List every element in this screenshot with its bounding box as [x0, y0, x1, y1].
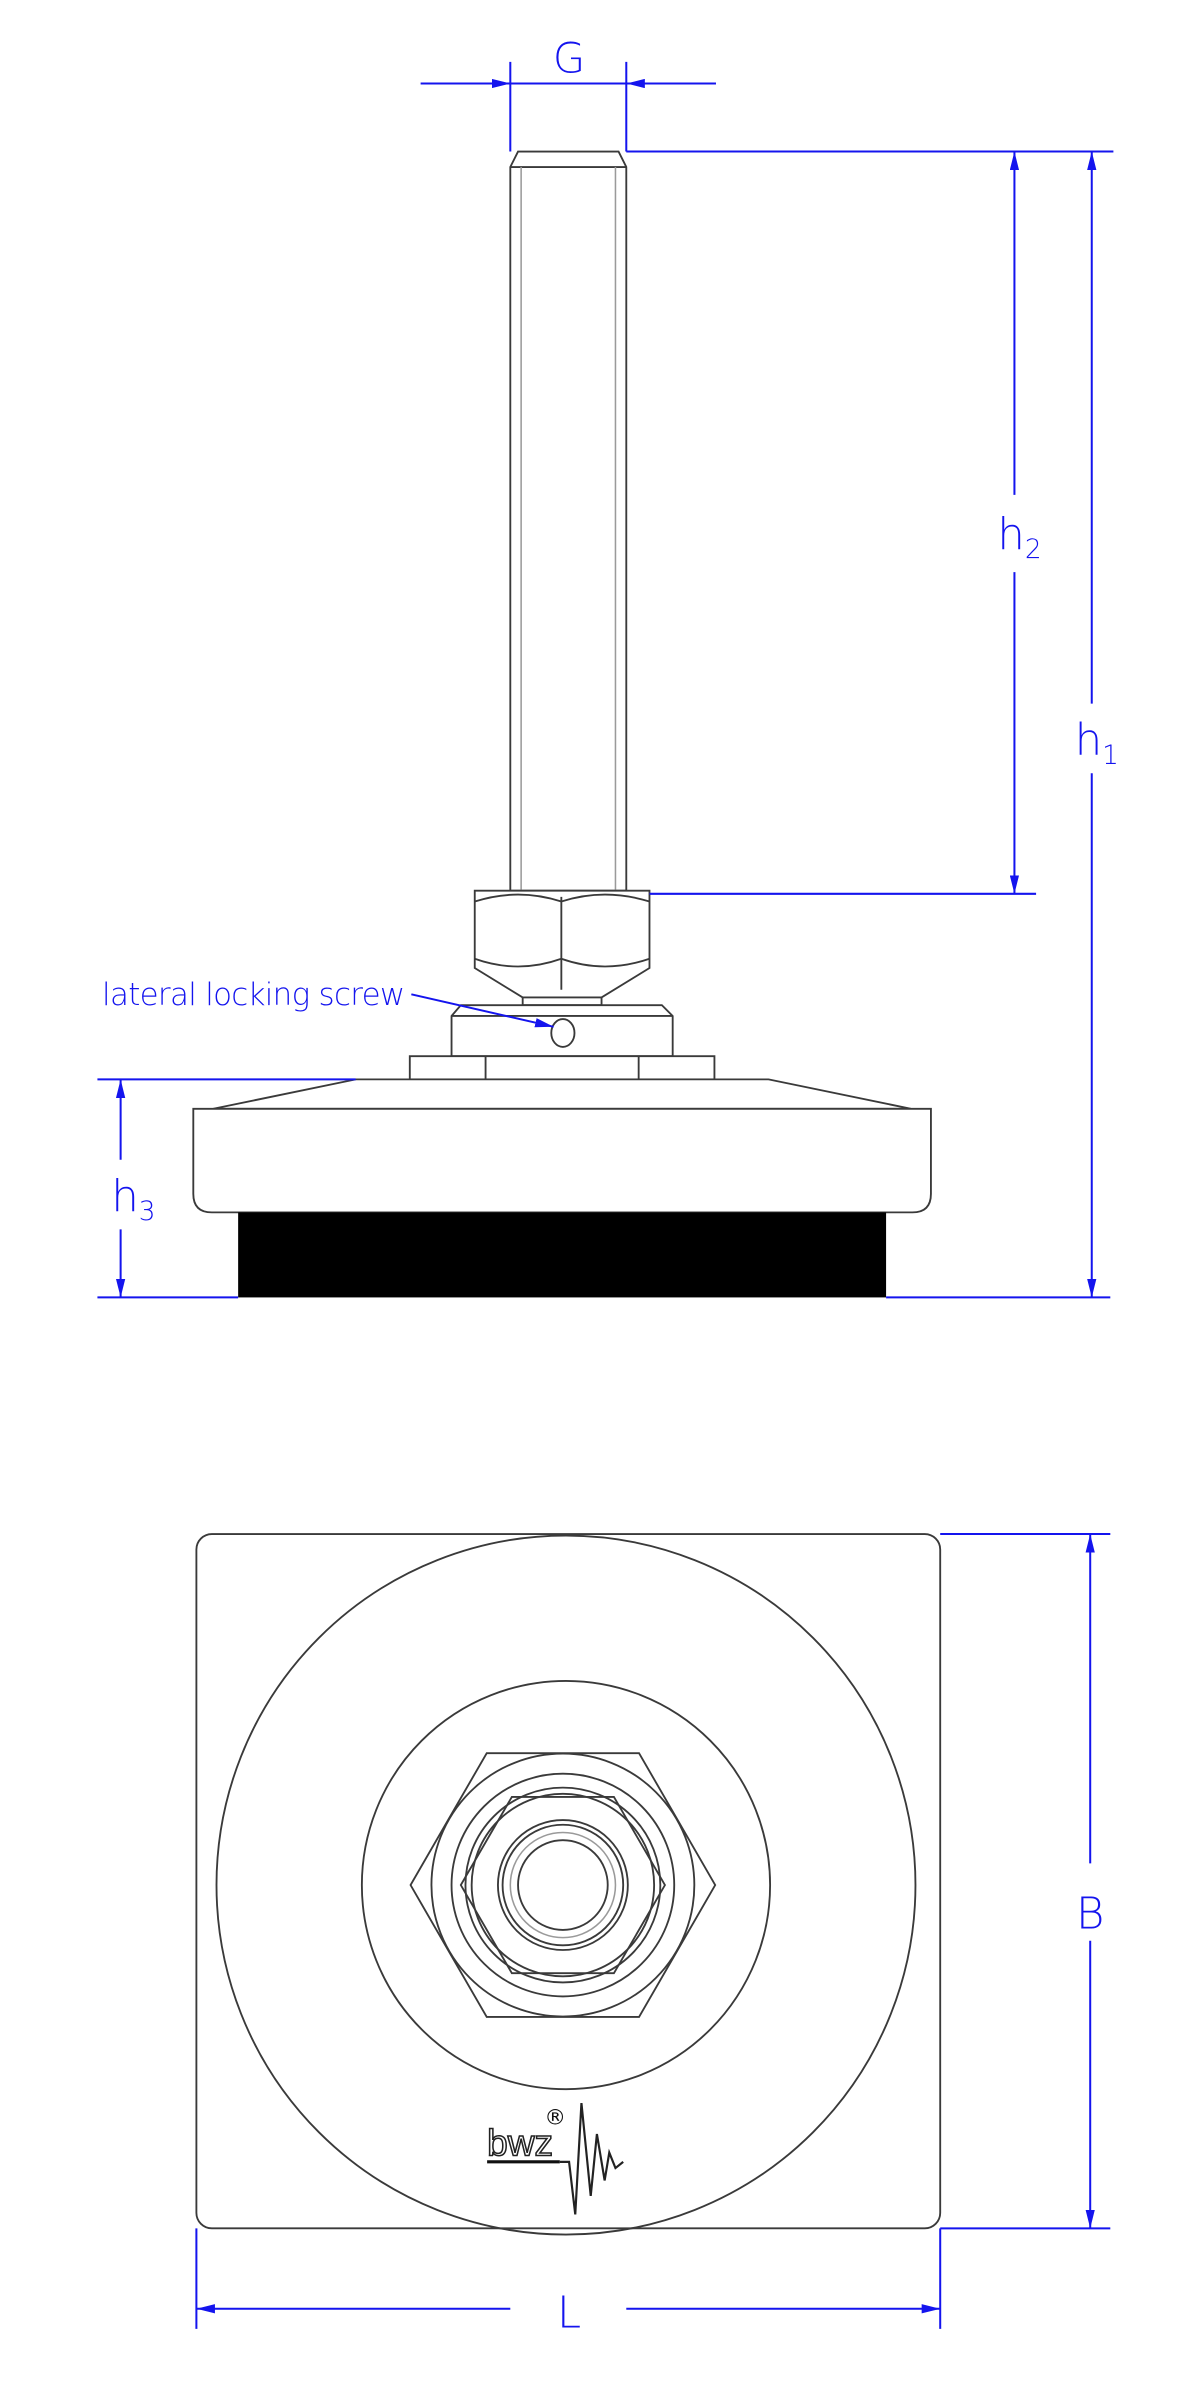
- label-b: B: [1076, 1889, 1104, 1939]
- base-plate: [192, 1078, 932, 1214]
- registered-mark: ®: [544, 2106, 566, 2131]
- threaded-rod: [509, 150, 628, 892]
- label-g: G: [553, 34, 585, 83]
- dimension-h3: h3: [111, 1079, 155, 1298]
- label-l: L: [557, 2288, 581, 2338]
- logo-text: bwz: [487, 2122, 553, 2164]
- dimension-h2: h2: [997, 151, 1042, 894]
- bottom-view: bwz ® B L: [195, 1533, 1111, 2338]
- label-h1: h1: [1075, 716, 1119, 771]
- dimension-b: B: [940, 1533, 1111, 2230]
- middle-circle: [360, 1680, 772, 2091]
- dimension-g: G: [420, 34, 716, 152]
- side-view: lateral locking screw G h2 h1: [97, 34, 1119, 1299]
- callout-arrow: [411, 993, 554, 1028]
- bwz-logo: bwz ®: [486, 2102, 624, 2215]
- rubber-pad: [238, 1212, 887, 1298]
- callout-lateral-locking-screw: lateral locking screw: [102, 977, 405, 1013]
- joint-housing: [408, 1004, 716, 1081]
- label-h3: h3: [111, 1172, 155, 1227]
- outer-circle: [215, 1534, 917, 2236]
- label-h2: h2: [997, 510, 1041, 565]
- dimension-l: L: [195, 2228, 942, 2338]
- hex-nut-top: [409, 1752, 717, 2018]
- locking-screw: [550, 1018, 576, 1048]
- base-square: [195, 1533, 942, 2230]
- hex-nut: [473, 889, 651, 1007]
- dimension-h1: h1: [1075, 151, 1119, 1298]
